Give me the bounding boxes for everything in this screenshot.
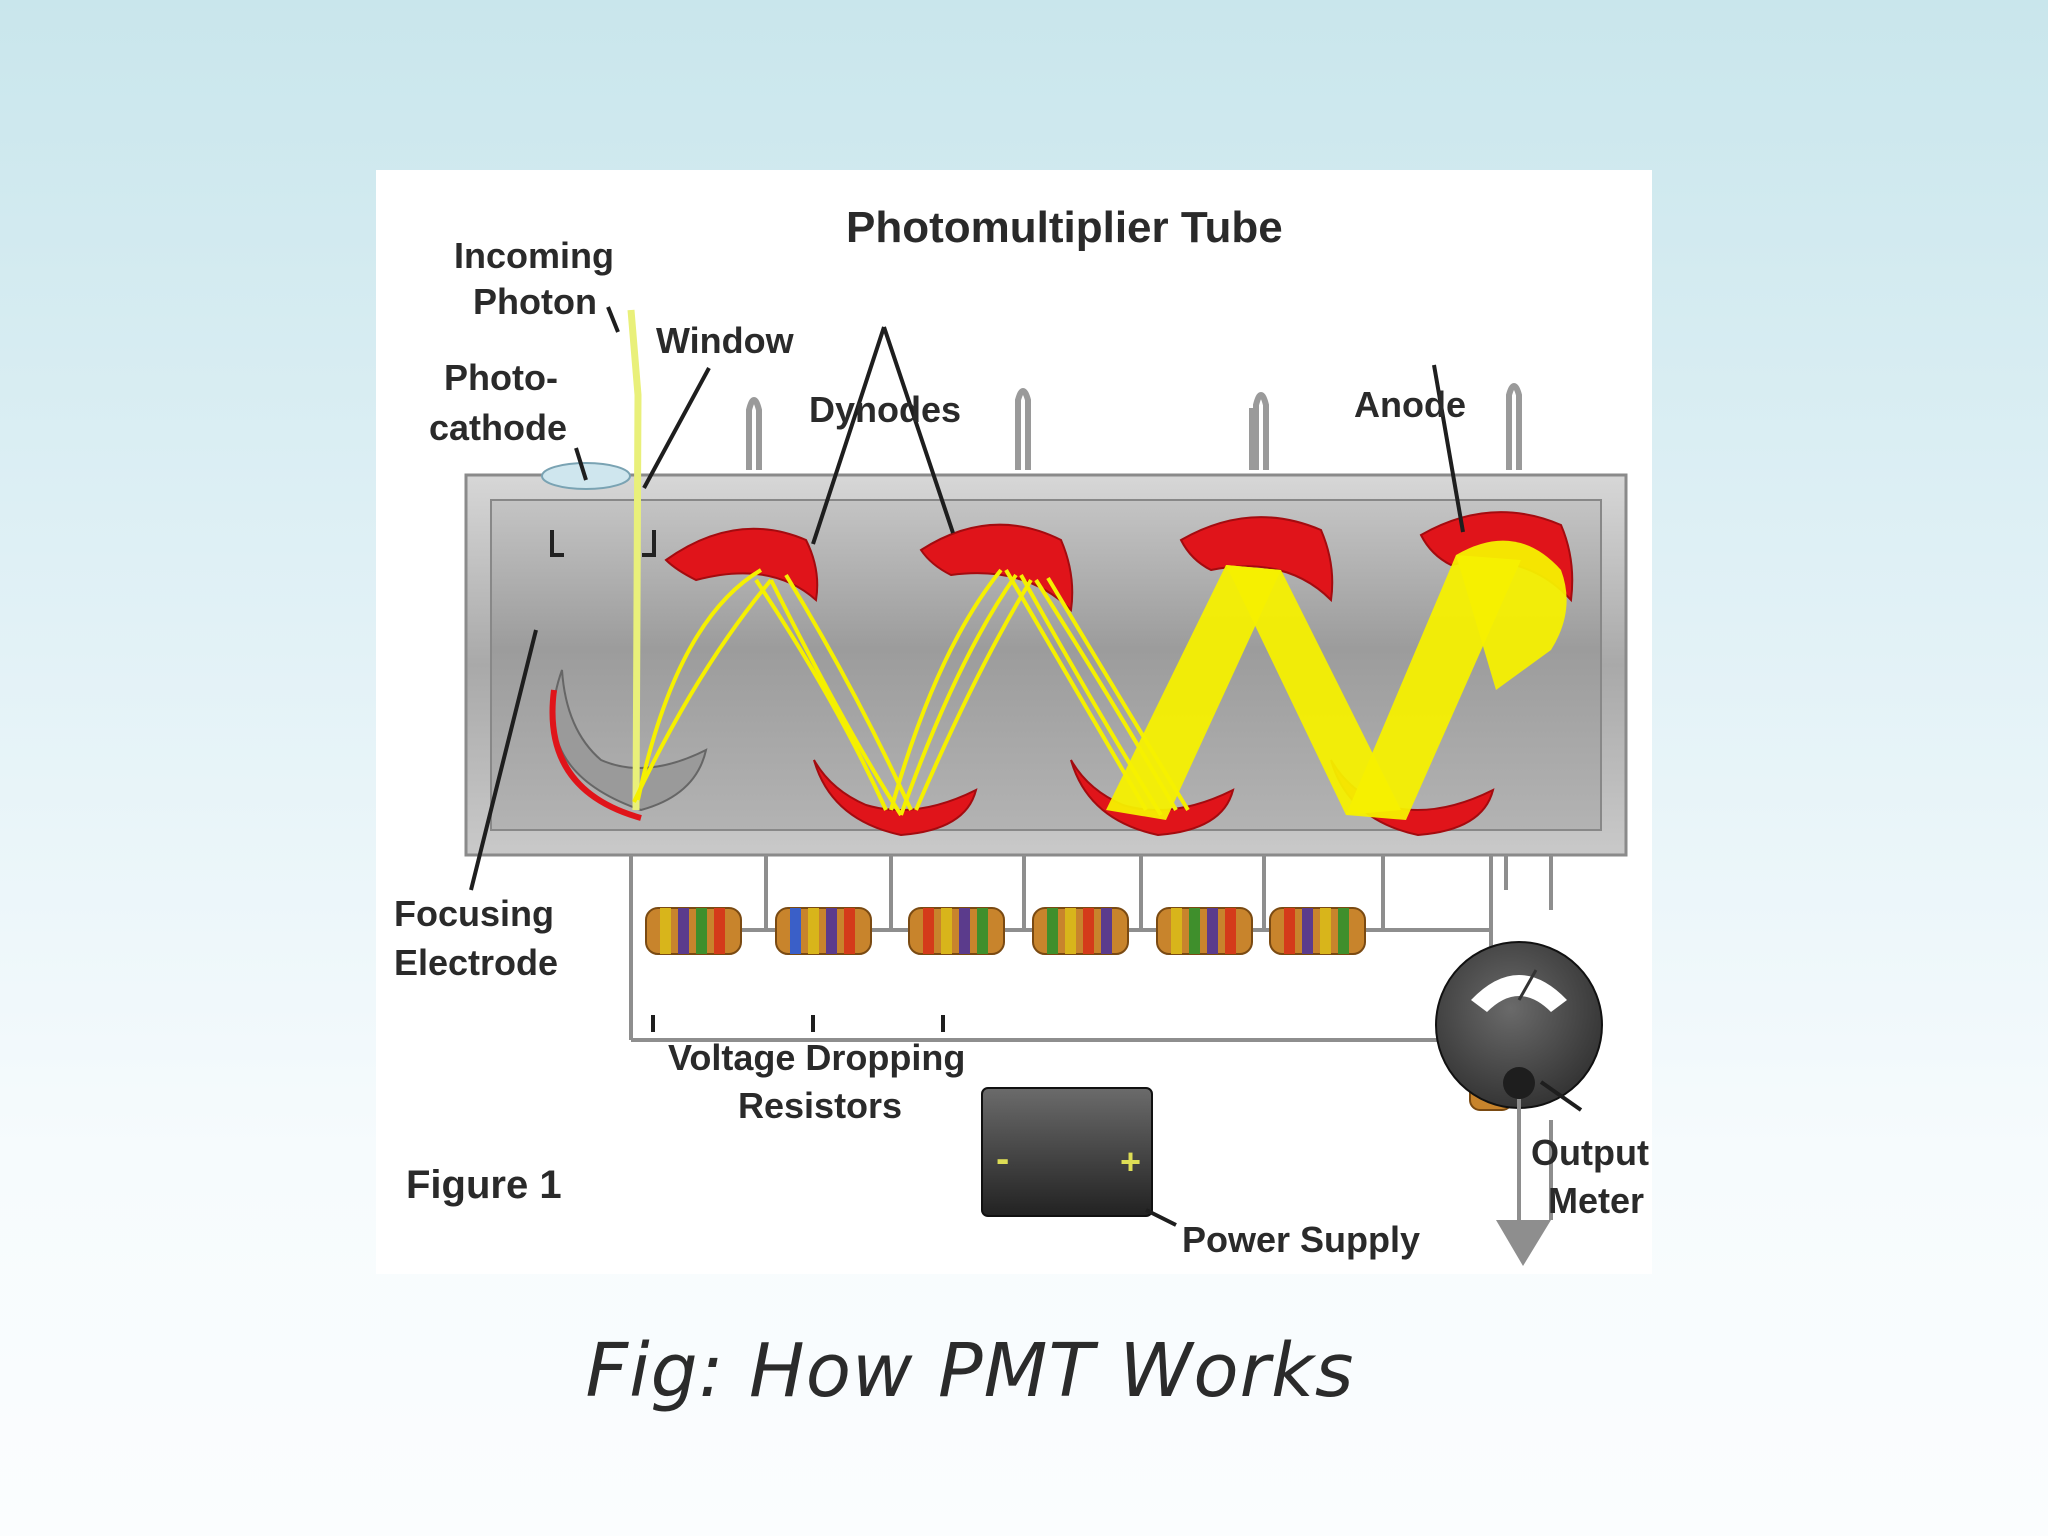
incoming-photon-label-line2: Photon xyxy=(473,281,597,322)
output-meter-label-line1: Output xyxy=(1531,1132,1649,1173)
dynode-3 xyxy=(919,523,1074,613)
resistor-band xyxy=(1083,908,1094,954)
focusing-electrode xyxy=(552,669,708,812)
resistor-band xyxy=(1189,908,1200,954)
battery-minus: - xyxy=(996,1137,1009,1181)
focusing-electrode-label-line2: Electrode xyxy=(394,942,558,983)
electron-band-2 xyxy=(1226,565,1401,815)
dynodes-label: Dynodes xyxy=(809,389,961,430)
resistor-band xyxy=(923,908,934,954)
resistor-band xyxy=(1284,908,1295,954)
photon-beam xyxy=(627,309,642,811)
output-meter-label-line2: Meter xyxy=(1548,1180,1644,1221)
resistor-band xyxy=(1171,908,1182,954)
resistor-band xyxy=(1065,908,1076,954)
resistors-label-line2: Resistors xyxy=(738,1085,902,1126)
pmt-diagram: - + Photomultiplie xyxy=(394,203,1649,1266)
dynode-5 xyxy=(1179,516,1334,603)
focusing-bracket xyxy=(550,530,656,557)
power-supply: - + xyxy=(981,1087,1153,1217)
power-supply-label: Power Supply xyxy=(1182,1219,1420,1260)
output-meter xyxy=(1435,941,1603,1220)
window-label: Window xyxy=(656,320,795,361)
pmt-figure: - + Photomultiplie xyxy=(376,170,1652,1274)
resistor-band xyxy=(1338,908,1349,954)
resistor-band xyxy=(1320,908,1331,954)
electron-band-1 xyxy=(1106,565,1281,820)
battery-plus: + xyxy=(1120,1141,1141,1182)
incoming-photon-label-line1: Incoming xyxy=(454,235,614,276)
figure-number-label: Figure 1 xyxy=(406,1163,562,1207)
voltage-dropping-resistors xyxy=(645,907,1366,955)
electron-band-4 xyxy=(1456,540,1567,690)
photocathode-label-line1: Photo- xyxy=(444,357,558,398)
resistor-band xyxy=(808,908,819,954)
resistor-band xyxy=(844,908,855,954)
ground-arrow xyxy=(1496,1220,1551,1266)
resistor-band xyxy=(714,908,725,954)
anode-label: Anode xyxy=(1354,384,1466,425)
resistor-band xyxy=(1302,908,1313,954)
resistor-band xyxy=(678,908,689,954)
resistor-band xyxy=(1225,908,1236,954)
resistor-band xyxy=(1207,908,1218,954)
diagram-title: Photomultiplier Tube xyxy=(846,203,1283,252)
resistor-band xyxy=(1101,908,1112,954)
figure-caption: Fig: How PMT Works xyxy=(585,1328,1355,1414)
resistor-band xyxy=(826,908,837,954)
resistor-band xyxy=(1047,908,1058,954)
resistor-band xyxy=(696,908,707,954)
dynode-2 xyxy=(813,759,978,837)
resistors-label-line1: Voltage Dropping xyxy=(668,1037,965,1078)
resistor-band xyxy=(977,908,988,954)
resistor-band xyxy=(660,908,671,954)
focusing-electrode-label-line1: Focusing xyxy=(394,893,554,934)
label-leaders xyxy=(469,306,1583,1227)
tube-pins xyxy=(746,383,1522,470)
resistor-band xyxy=(790,908,801,954)
dynode-1 xyxy=(664,527,819,602)
resistor-band xyxy=(959,908,970,954)
photocathode-label-line2: cathode xyxy=(429,407,567,448)
resistor-band xyxy=(941,908,952,954)
